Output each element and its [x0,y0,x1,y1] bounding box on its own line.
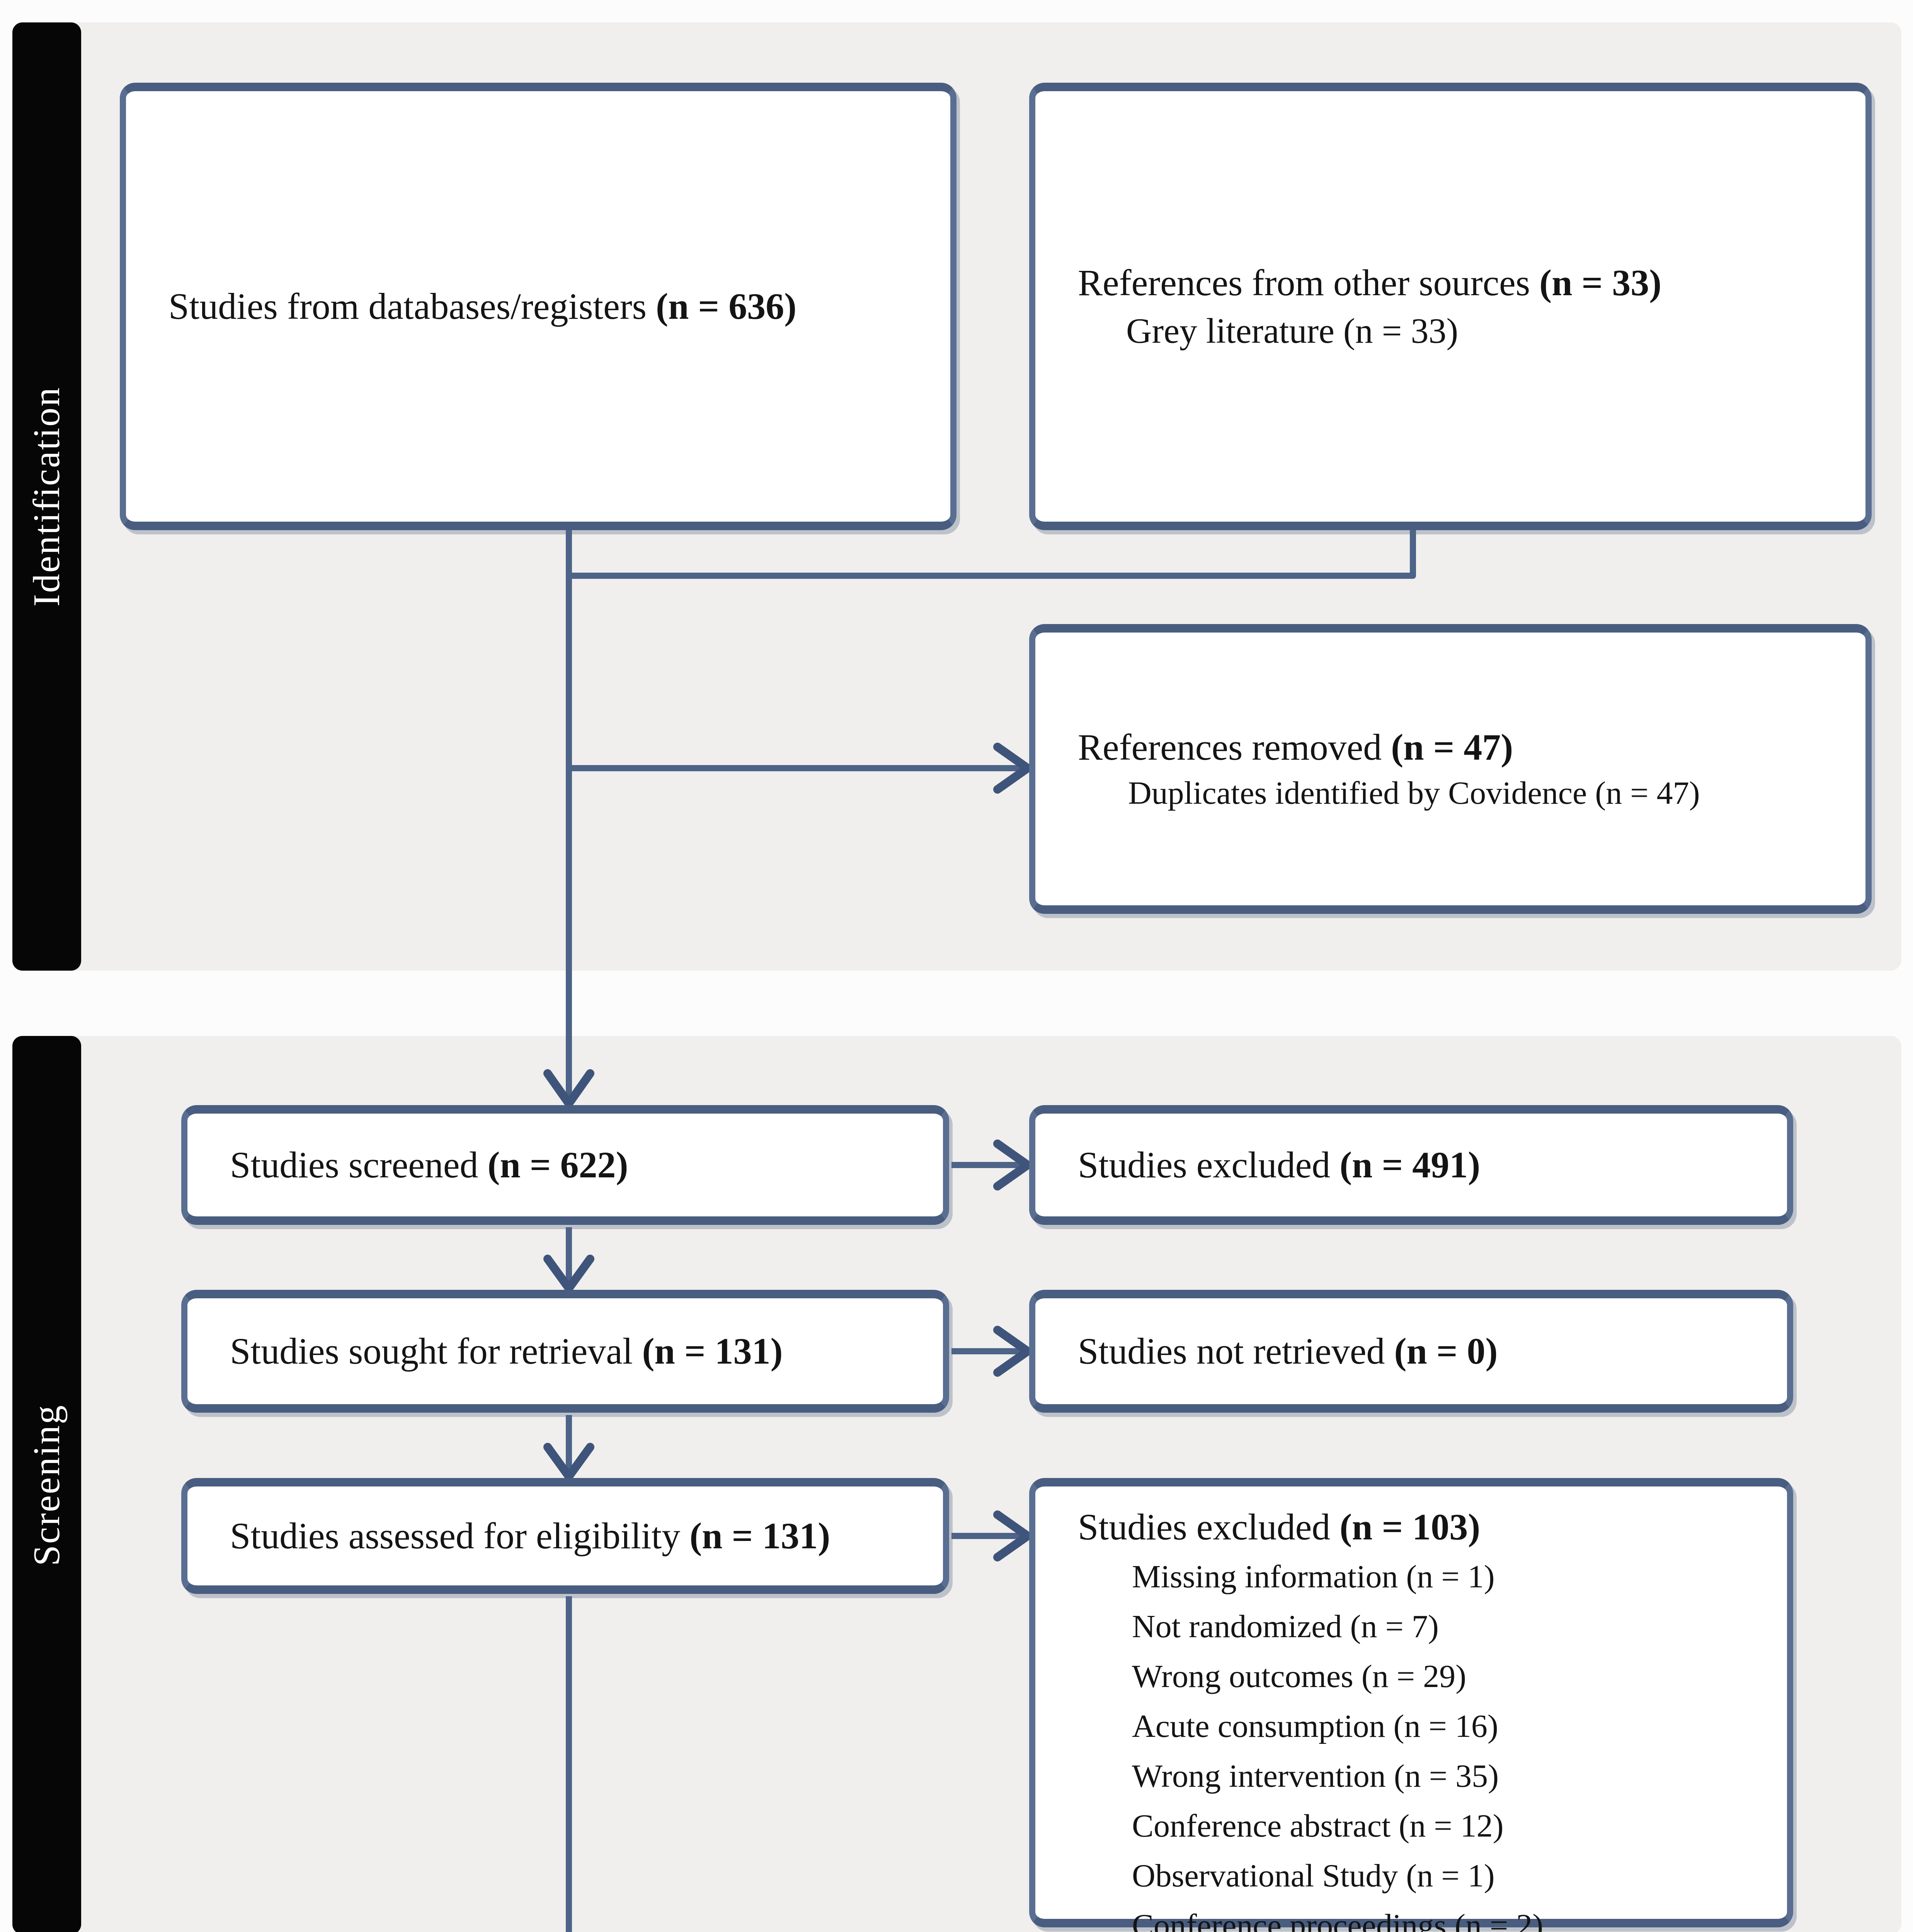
box-label: Studies screened (n = 622) [230,1144,628,1185]
arrowhead-down-icon [543,1255,594,1293]
arrowhead-right-icon [993,1326,1032,1377]
connector-to-references-removed [569,743,1032,794]
connector-screened-to-excluded [951,1139,1032,1190]
box-studies-sought-retrieval: Studies sought for retrieval (n = 131) [181,1290,949,1413]
box-studies-assessed-eligibility: Studies assessed for eligibility (n = 13… [181,1478,949,1594]
arrowhead-down-icon [543,1069,594,1108]
exclusion-reason: Not randomized (n = 7) [1132,1608,1439,1645]
connector-databases-to-screened [543,529,594,1108]
box-label: References from other sources (n = 33) [1078,262,1662,303]
arrowhead-down-icon [543,1443,594,1481]
box-studies-not-retrieved: Studies not retrieved (n = 0) [1029,1290,1793,1413]
box-label: References removed (n = 47) [1078,726,1513,768]
connector-assessed-to-excluded [951,1510,1032,1561]
box-label: Studies assessed for eligibility (n = 13… [230,1515,831,1556]
exclusion-reason: Conference proceedings (n = 2) [1132,1907,1544,1932]
exclusion-reason: Wrong intervention (n = 35) [1132,1758,1499,1794]
arrowhead-right-icon [993,1510,1032,1561]
box-studies-screened: Studies screened (n = 622) [181,1105,949,1225]
box-sub-label: Grey literature (n = 33) [1126,311,1459,350]
connector-screened-to-sought [543,1227,594,1293]
exclusion-reason: Missing information (n = 1) [1132,1558,1495,1595]
box-sub-label: Duplicates identified by Covidence (n = … [1128,775,1700,811]
stage-bar-identification: Identification [12,22,81,971]
connector-assessed-to-included [566,1596,572,1932]
exclusion-reason: Conference abstract (n = 12) [1132,1808,1504,1844]
exclusion-reason: Acute consumption (n = 16) [1132,1708,1498,1744]
exclusion-reason: Observational Study (n = 1) [1132,1857,1495,1894]
box-label: Studies not retrieved (n = 0) [1078,1330,1498,1372]
box-studies-from-databases: Studies from databases/registers (n = 63… [120,83,956,530]
box-studies-excluded-eligibility: Studies excluded (n = 103) Missing infor… [1029,1478,1793,1932]
stage-bar-screening: Screening [12,1036,81,1932]
connector-other-sources-merge [569,529,1416,579]
arrowhead-right-icon [993,1139,1032,1190]
connector-sought-to-assessed [543,1415,594,1481]
box-label: Studies excluded (n = 491) [1078,1144,1481,1185]
box-label: Studies from databases/registers (n = 63… [168,285,797,327]
arrowhead-right-icon [993,743,1032,794]
box-label: Studies excluded (n = 103) [1078,1506,1481,1548]
box-references-other-sources: References from other sources (n = 33) G… [1029,83,1872,530]
box-label: Studies sought for retrieval (n = 131) [230,1330,783,1372]
box-references-removed: References removed (n = 47) Duplicates i… [1029,624,1872,914]
box-studies-excluded-screening: Studies excluded (n = 491) [1029,1105,1793,1225]
connector-sought-to-not-retrieved [951,1326,1032,1377]
exclusion-reason: Wrong outcomes (n = 29) [1132,1658,1467,1694]
